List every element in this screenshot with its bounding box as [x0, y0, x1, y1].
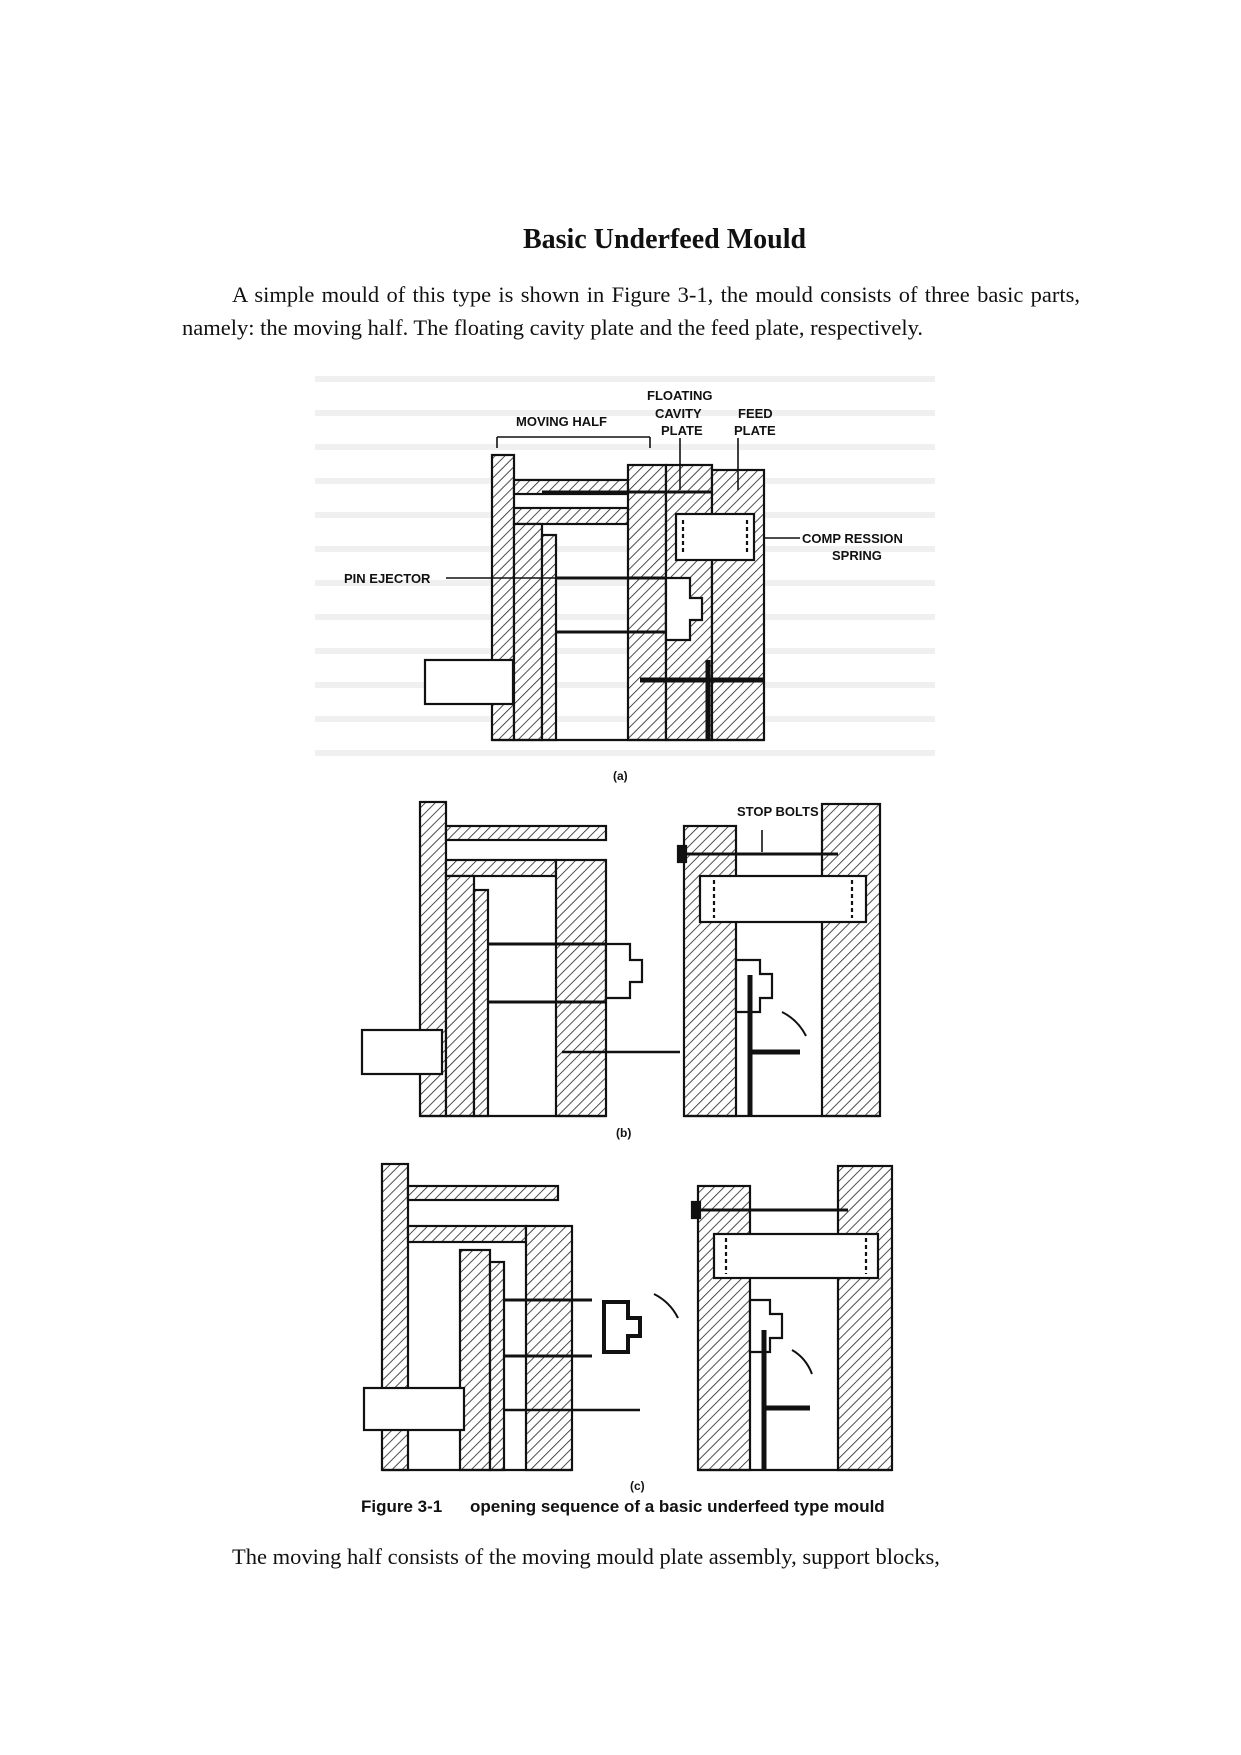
a-feed-plate	[710, 468, 766, 742]
label-floating-2: CAVITY	[655, 406, 702, 421]
label-sub-a: (a)	[613, 769, 628, 783]
c-floating-cavity-plate	[696, 1184, 752, 1472]
a-ejector-plate	[512, 522, 544, 742]
b-floating-cavity-plate	[682, 824, 738, 1118]
label-spring-2: SPRING	[832, 548, 882, 563]
a-support-block	[626, 463, 668, 742]
a-ejector-plate-2	[540, 533, 558, 742]
caption-number: Figure 3-1	[361, 1497, 442, 1516]
label-moving-half: MOVING HALF	[516, 414, 607, 429]
label-floating-3: PLATE	[661, 423, 703, 438]
b-support-block	[554, 858, 608, 1118]
closing-line: The moving half consists of the moving m…	[232, 1544, 940, 1569]
a-ejector-retainer	[512, 506, 630, 526]
intro-paragraph: A simple mould of this type is shown in …	[182, 282, 1080, 340]
diagram-c	[362, 1162, 894, 1472]
c-feed-plate	[836, 1164, 894, 1472]
diagram-a	[423, 453, 766, 742]
label-stop-bolts: STOP BOLTS	[737, 804, 819, 819]
b-feed-plate	[820, 802, 882, 1118]
label-spring-1: COMP RESSION	[802, 531, 903, 546]
label-sub-c: (c)	[630, 1479, 645, 1493]
c-support-block	[524, 1224, 574, 1472]
bleed-through-shadow	[315, 376, 935, 756]
caption-text: opening sequence of a basic underfeed ty…	[470, 1497, 885, 1516]
label-feed-2: PLATE	[734, 423, 776, 438]
a-ejector-rod	[423, 658, 515, 706]
label-feed-1: FEED	[738, 406, 773, 421]
label-sub-b: (b)	[616, 1126, 631, 1140]
label-floating-1: FLOATING	[647, 388, 712, 403]
section-heading: Basic Underfeed Mould	[522, 224, 807, 255]
label-pin-ejector: PIN EJECTOR	[344, 571, 431, 586]
diagram-b	[360, 800, 882, 1118]
a-compression-spring	[674, 512, 756, 562]
